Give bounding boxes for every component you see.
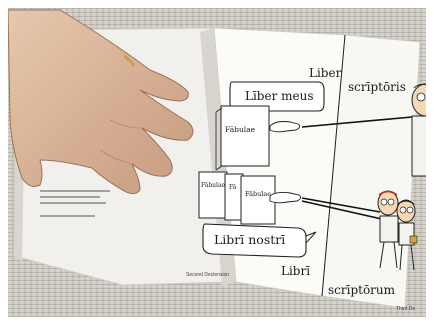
author-figures-bottom xyxy=(377,190,418,271)
top-title-word1: Liber xyxy=(309,66,342,80)
bottom-book-1 xyxy=(198,171,228,219)
top-pointing-arm xyxy=(301,116,413,128)
bottom-speech-bubble xyxy=(202,223,307,258)
bottom-book-label-3: Fābulae xyxy=(245,190,272,198)
footer-left-text: Second Declension xyxy=(186,272,230,278)
right-divider xyxy=(321,34,346,297)
bottom-pointing-hand xyxy=(269,191,302,204)
top-book-label: Fābulae xyxy=(225,125,256,134)
bottom-book-2 xyxy=(224,173,244,221)
footer-right-text: Third De xyxy=(396,306,416,312)
top-title-word2: scrīptōris xyxy=(348,80,406,94)
bottom-title-word1: Librī xyxy=(281,264,311,278)
top-bubble-text: Līber meus xyxy=(245,89,314,103)
page-fold xyxy=(200,28,236,286)
bottom-book-label-1: Fābulae xyxy=(201,182,226,189)
bottom-pointing-arm-1 xyxy=(301,197,381,213)
bottom-title-word2: scrīptōrum xyxy=(328,283,396,297)
author-figure-top xyxy=(411,83,434,177)
bottom-bubble-text: Librī nostrī xyxy=(214,232,286,247)
top-pointing-hand xyxy=(269,121,301,133)
bottom-book-label-2: Fā xyxy=(229,184,237,191)
bottom-book-3 xyxy=(240,175,276,225)
top-book xyxy=(220,105,270,167)
